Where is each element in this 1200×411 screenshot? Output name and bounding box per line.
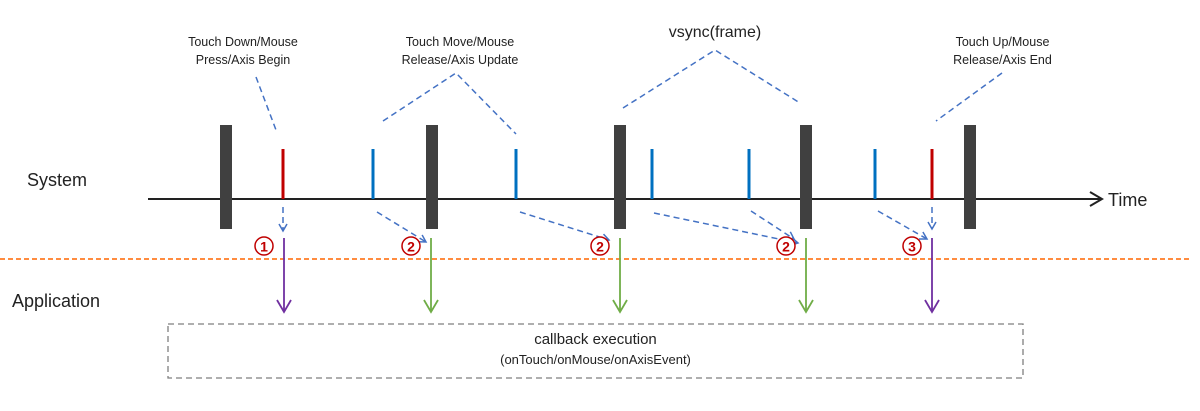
time-axis-arrowhead [1089, 191, 1104, 207]
callback-box [167, 323, 1024, 379]
immediate-dispatch: 3 [902, 236, 940, 314]
dispatch-arrow-head [612, 299, 628, 314]
vsync-bar [964, 125, 976, 229]
touch-up-label-line1: Touch Up/Mouse [955, 35, 1050, 49]
touch-move-event-tick [873, 149, 877, 199]
step-badge-number: 3 [908, 239, 916, 255]
touch-move-connector [382, 72, 517, 135]
touch-down-label-line2: Press/Axis Begin [195, 53, 291, 67]
callback-title: callback execution [534, 331, 657, 348]
batched-dispatch: 2 [401, 236, 439, 314]
event-to-dispatch-connector [519, 211, 611, 243]
event-to-dispatch-connector [376, 211, 428, 243]
step-badge-circle [590, 236, 610, 256]
touch-up-label-line2: Release/Axis End [953, 53, 1052, 67]
touch-down-connector [255, 76, 277, 131]
vsync-label: vsync(frame) [668, 24, 762, 41]
step-badge-number: 1 [260, 239, 268, 255]
vsync-bar [220, 125, 232, 229]
touch-move-event-tick [371, 149, 375, 199]
step-badge-number: 2 [596, 239, 604, 255]
touch-move-event-tick [514, 149, 518, 199]
vsync-bar [426, 125, 438, 229]
vsync-connector [622, 49, 801, 109]
dispatch-arrow-head [423, 299, 439, 314]
touch-up-event-tick [930, 149, 934, 199]
vsync-bar [800, 125, 812, 229]
touch-down-event-tick [281, 149, 285, 199]
vsync-bar [614, 125, 626, 229]
touch-down-label-line1: Touch Down/Mouse [188, 35, 298, 49]
touch-move-label-line2: Release/Axis Update [401, 53, 519, 67]
step-badge-number: 2 [407, 239, 415, 255]
touch-down-label: Touch Down/Mouse Press/Axis Begin [173, 33, 313, 69]
touch-move-event-tick [747, 149, 751, 199]
touch-up-connector [935, 72, 1003, 122]
event-to-dispatch-connector [653, 212, 800, 247]
step-badge-circle [776, 236, 796, 256]
step-badge-number: 2 [782, 239, 790, 255]
touch-move-event-tick [650, 149, 654, 199]
step-badge-circle [401, 236, 421, 256]
system-lane-label: System [27, 170, 88, 190]
batched-dispatch: 2 [590, 236, 628, 314]
event-to-dispatch-connector [750, 210, 796, 240]
dispatch-arrow-head [924, 299, 940, 314]
touch-up-label: Touch Up/Mouse Release/Axis End [935, 33, 1070, 69]
touch-move-label: Touch Move/Mouse Release/Axis Update [390, 33, 530, 69]
batched-dispatch: 2 [776, 236, 814, 314]
touch-move-label-line1: Touch Move/Mouse [405, 35, 515, 49]
dispatch-arrow-head [276, 299, 292, 314]
dispatch-arrow-head [798, 299, 814, 314]
step-badge-circle [902, 236, 922, 256]
application-lane-label: Application [12, 291, 101, 311]
time-axis-label: Time [1108, 190, 1148, 210]
event-to-dispatch-connector [877, 210, 929, 240]
immediate-dispatch: 1 [254, 236, 292, 314]
callback-subtitle: (onTouch/onMouse/onAxisEvent) [500, 352, 691, 367]
step-badge-circle [254, 236, 274, 256]
